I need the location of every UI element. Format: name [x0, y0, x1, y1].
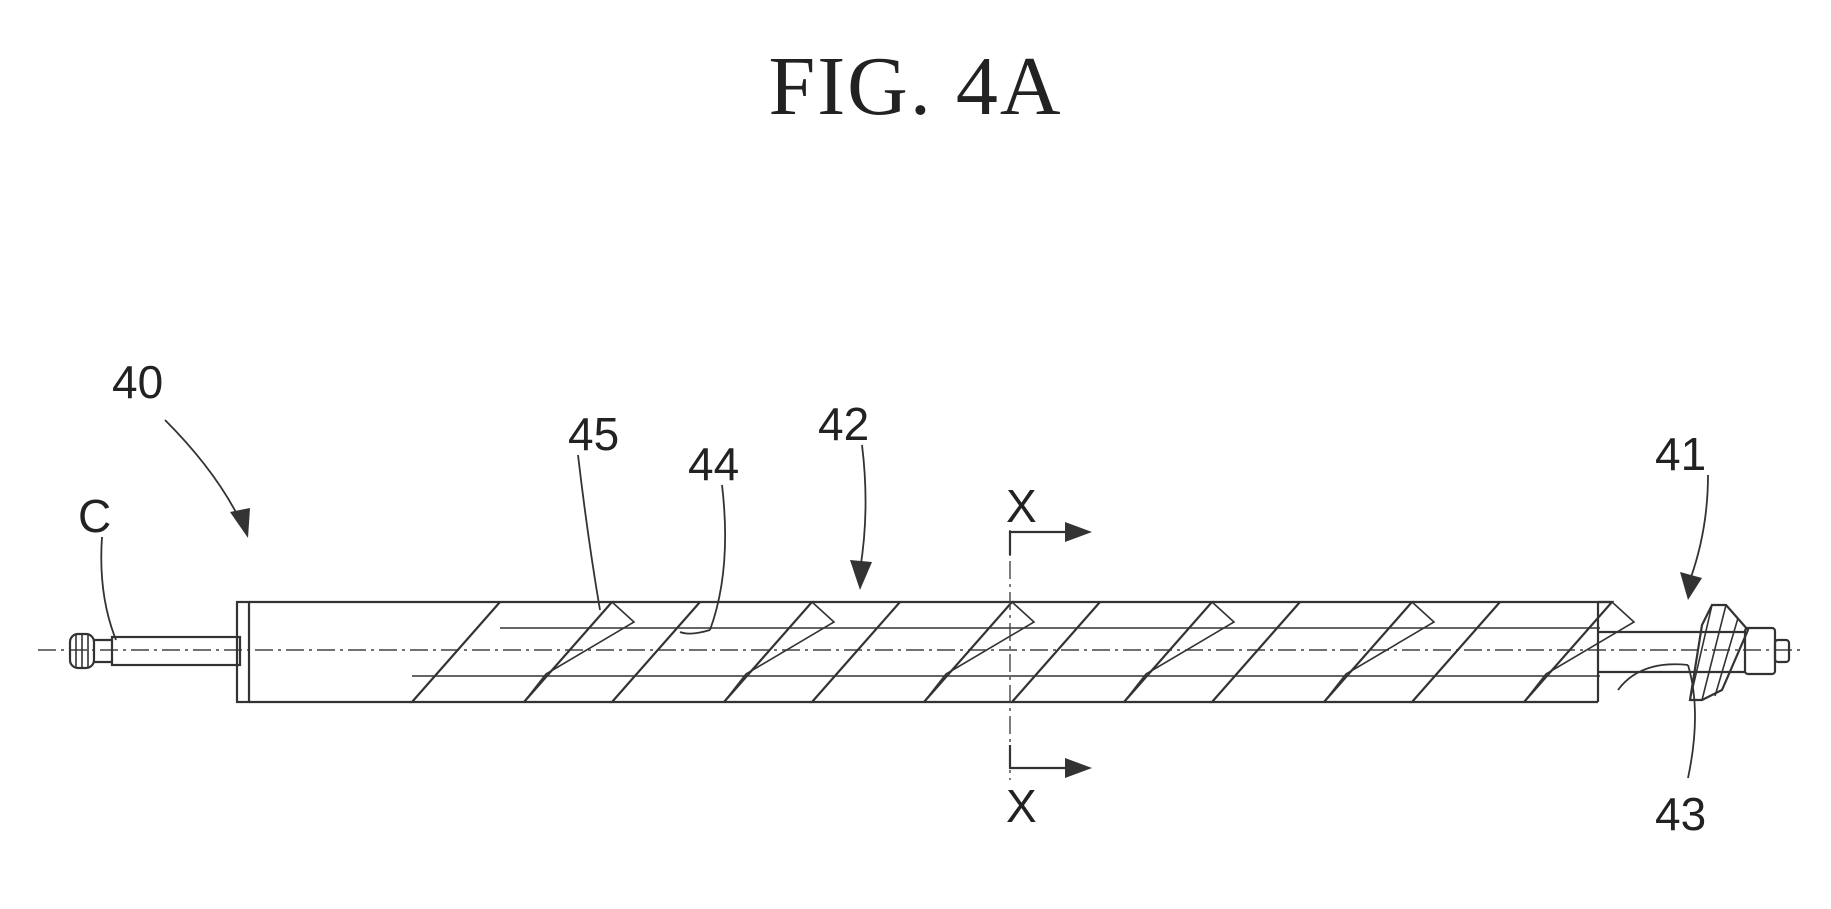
left-shaft — [70, 634, 240, 668]
label-auger: 40 — [112, 356, 163, 408]
section-line-x — [1010, 522, 1092, 780]
label-axis: C — [78, 490, 111, 542]
label-shaft: 42 — [818, 398, 869, 450]
label-blade-tip: 43 — [1655, 788, 1706, 840]
end-blade — [1690, 605, 1748, 700]
helical-flights — [412, 602, 1634, 702]
auger-core — [412, 628, 1600, 676]
label-flight: 45 — [568, 408, 619, 460]
label-flight-end: 41 — [1655, 428, 1706, 480]
label-groove-edge: 44 — [688, 438, 739, 490]
label-section-top: X — [1006, 480, 1037, 532]
label-section-bottom: X — [1006, 780, 1037, 832]
auger-collar — [237, 602, 500, 702]
leader-lines — [101, 420, 1708, 778]
flight-segment — [1412, 602, 1634, 702]
